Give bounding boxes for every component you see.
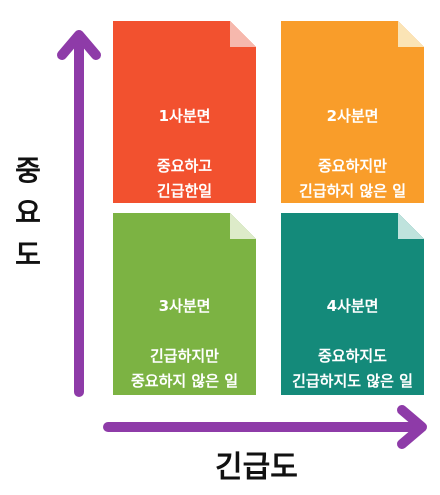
quadrant-4-text: 중요하지도 긴급하지도 않은 일 (292, 347, 413, 390)
quadrant-2-card: 2사분면 중요하지만 긴급하지 않은 일 (281, 21, 424, 203)
quadrant-4-card: 4사분면 중요하지도 긴급하지도 않은 일 (281, 213, 424, 395)
quadrant-2-text: 중요하지만 긴급하지 않은 일 (298, 157, 407, 200)
x-axis-arrow (103, 405, 427, 449)
quadrant-3-title: 3사분면 (158, 297, 211, 315)
quadrant-1-card: 1사분면 중요하고 긴급한일 (113, 21, 256, 203)
quadrant-3-card: 3사분면 긴급하지만 중요하지 않은 일 (113, 213, 256, 395)
y-axis-arrow (57, 30, 101, 397)
quadrant-1-title: 1사분면 (158, 107, 211, 125)
quadrant-4-title: 4사분면 (326, 297, 379, 315)
x-axis-label: 긴급도 (215, 450, 298, 485)
y-axis-label: 중 요 도 (15, 154, 41, 271)
quadrant-1-text: 중요하고 긴급한일 (156, 157, 213, 200)
quadrant-2-title: 2사분면 (326, 107, 379, 125)
quadrant-3-text: 긴급하지만 중요하지 않은 일 (130, 347, 239, 390)
